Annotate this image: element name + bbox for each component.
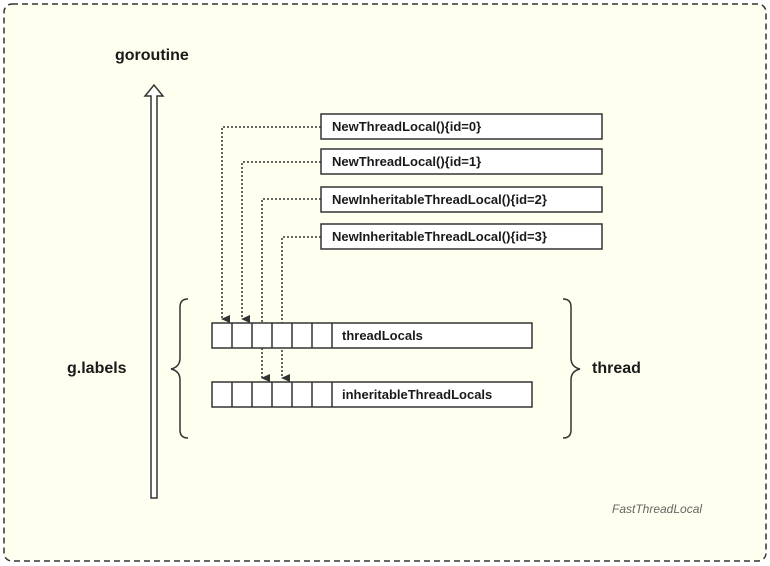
left-brace: [170, 298, 189, 439]
call-label-1: NewThreadLocal(){id=1}: [332, 154, 482, 169]
goroutine-label: goroutine: [115, 47, 189, 64]
caption: FastThreadLocal: [612, 502, 703, 516]
right-brace: [562, 298, 581, 439]
thread-locals-array: [211, 322, 533, 349]
outer-frame: [3, 3, 767, 562]
thread-label: thread: [592, 360, 641, 377]
call-label-3: NewInheritableThreadLocal(){id=3}: [332, 229, 547, 244]
call-label-2: NewInheritableThreadLocal(){id=2}: [332, 192, 547, 207]
call-box-1: [320, 148, 603, 175]
inheritable-thread-locals-array: [211, 381, 533, 408]
inheritable-thread-locals-label: inheritableThreadLocals: [342, 387, 493, 402]
call-box-2: [320, 186, 603, 213]
g-labels-label: g.labels: [67, 360, 127, 377]
goroutine-arrow: [143, 83, 165, 499]
connector-id-0: [221, 126, 321, 323]
call-label-0: NewThreadLocal(){id=0}: [332, 119, 482, 134]
thread-locals-label: threadLocals: [342, 328, 423, 343]
